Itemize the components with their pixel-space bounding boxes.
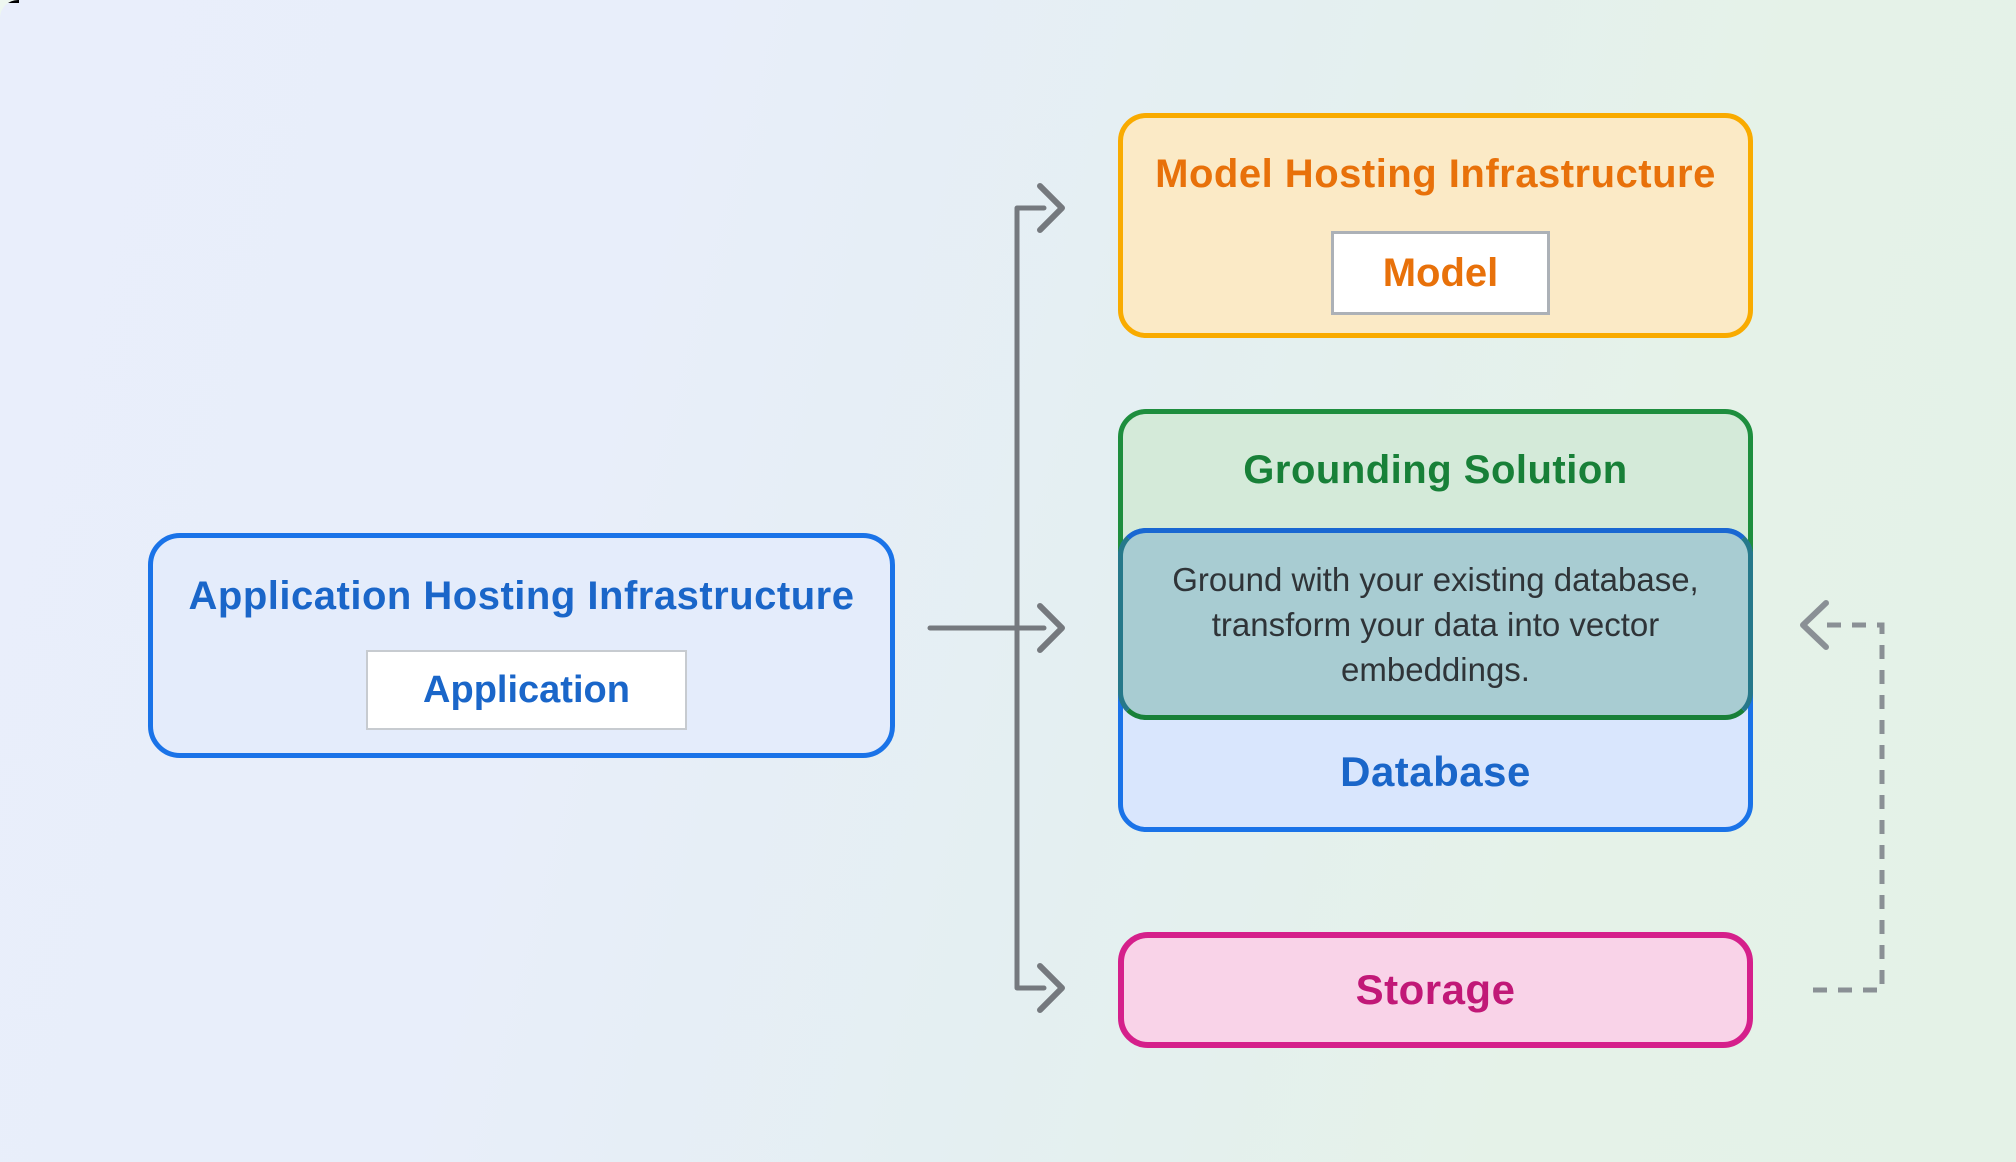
grounding-database-overlap: Ground with your existing database, tran…: [1118, 528, 1753, 720]
application-chip-label: Application: [423, 668, 630, 711]
application-hosting-title: Application Hosting Infrastructure: [188, 574, 855, 618]
database-label: Database: [1340, 748, 1531, 795]
storage-box: Storage: [1118, 932, 1753, 1048]
application-chip: Application: [366, 650, 687, 730]
storage-label: Storage: [1355, 966, 1516, 1013]
grounding-solution-title: Grounding Solution: [1243, 448, 1628, 492]
feedback-dashed-arrow: [1800, 600, 1885, 993]
model-chip: Model: [1331, 231, 1550, 315]
application-hosting-box: Application Hosting Infrastructure Appli…: [148, 533, 895, 758]
flow-arrows: [927, 183, 1065, 1013]
grounding-note: Ground with your existing database, tran…: [1172, 560, 1699, 688]
model-chip-label: Model: [1382, 250, 1499, 295]
model-hosting-title: Model Hosting Infrastructure: [1155, 152, 1716, 196]
model-hosting-box: Model Hosting Infrastructure Model: [1118, 113, 1753, 338]
screenshot-corner-artifact: [8, 0, 19, 3]
